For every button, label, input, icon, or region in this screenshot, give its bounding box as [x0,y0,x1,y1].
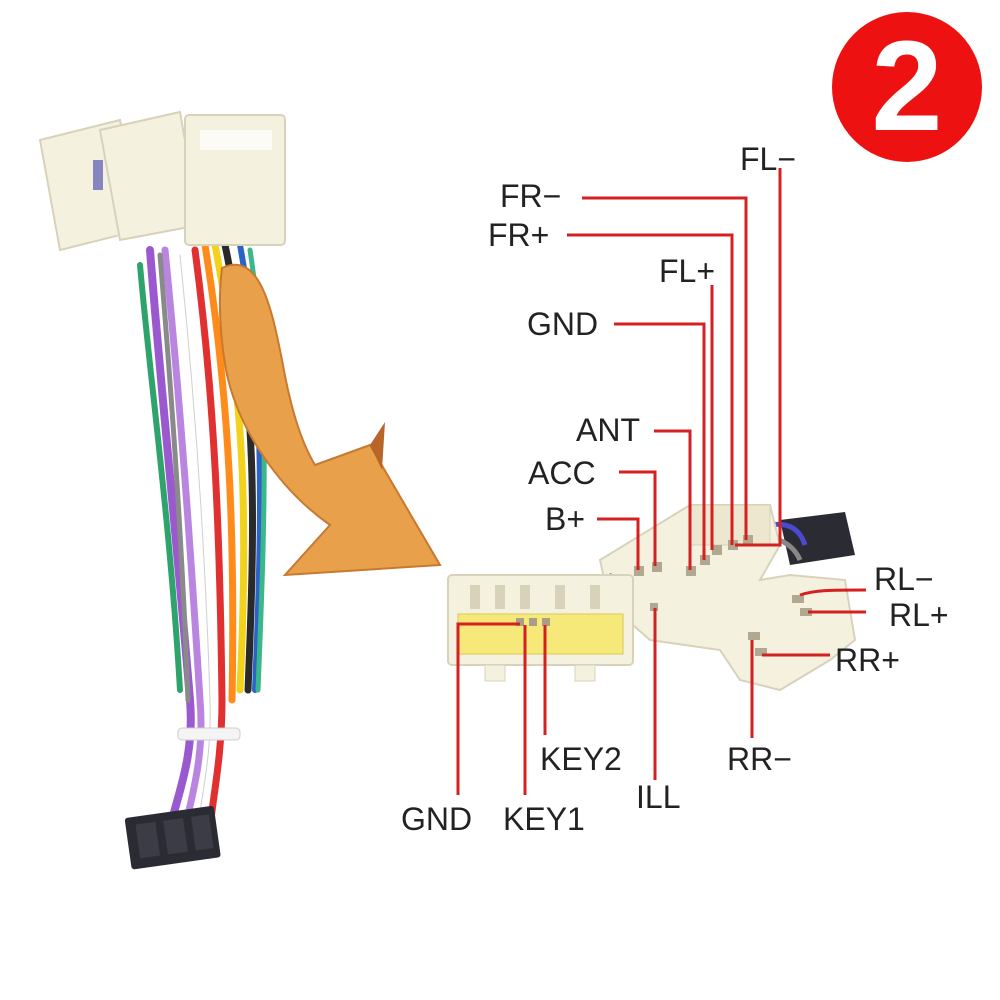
leader-fr-minus [582,196,748,540]
label-rr-minus: RR− [727,741,792,777]
label-rl-plus: RL+ [889,597,949,633]
label-acc: ACC [528,455,596,491]
leader-rl-minus [799,588,867,597]
leader-lines [456,168,867,795]
label-b-plus: B+ [545,501,586,537]
step-number-badge: 2 [832,12,982,162]
leader-gnd-bottom [456,622,520,795]
label-gnd-top: GND [527,306,599,342]
leader-fr-plus [567,233,734,545]
label-fr-plus: FR+ [488,217,550,253]
label-ill: ILL [636,779,681,815]
label-fl-minus: FL− [740,141,797,177]
leader-ant [654,429,692,570]
key-connector [447,574,634,682]
leader-acc [619,470,657,566]
curved-arrow-icon [218,263,442,577]
leader-gnd-top [614,322,706,560]
step-number: 2 [871,15,943,158]
label-fr-minus: FR− [500,178,562,214]
label-key1: KEY1 [503,801,585,837]
label-key2: KEY2 [540,741,622,777]
connector-group [447,504,857,692]
label-rr-plus: RR+ [835,642,900,678]
label-rl-minus: RL− [874,561,934,597]
label-gnd-bottom: GND [401,801,473,837]
speaker-connector [598,504,857,692]
label-fl-plus: FL+ [659,253,716,289]
leader-b-plus [597,517,640,570]
wiring-harness-photo [38,110,286,870]
label-ant: ANT [576,412,640,448]
leader-fl-minus [735,168,782,547]
